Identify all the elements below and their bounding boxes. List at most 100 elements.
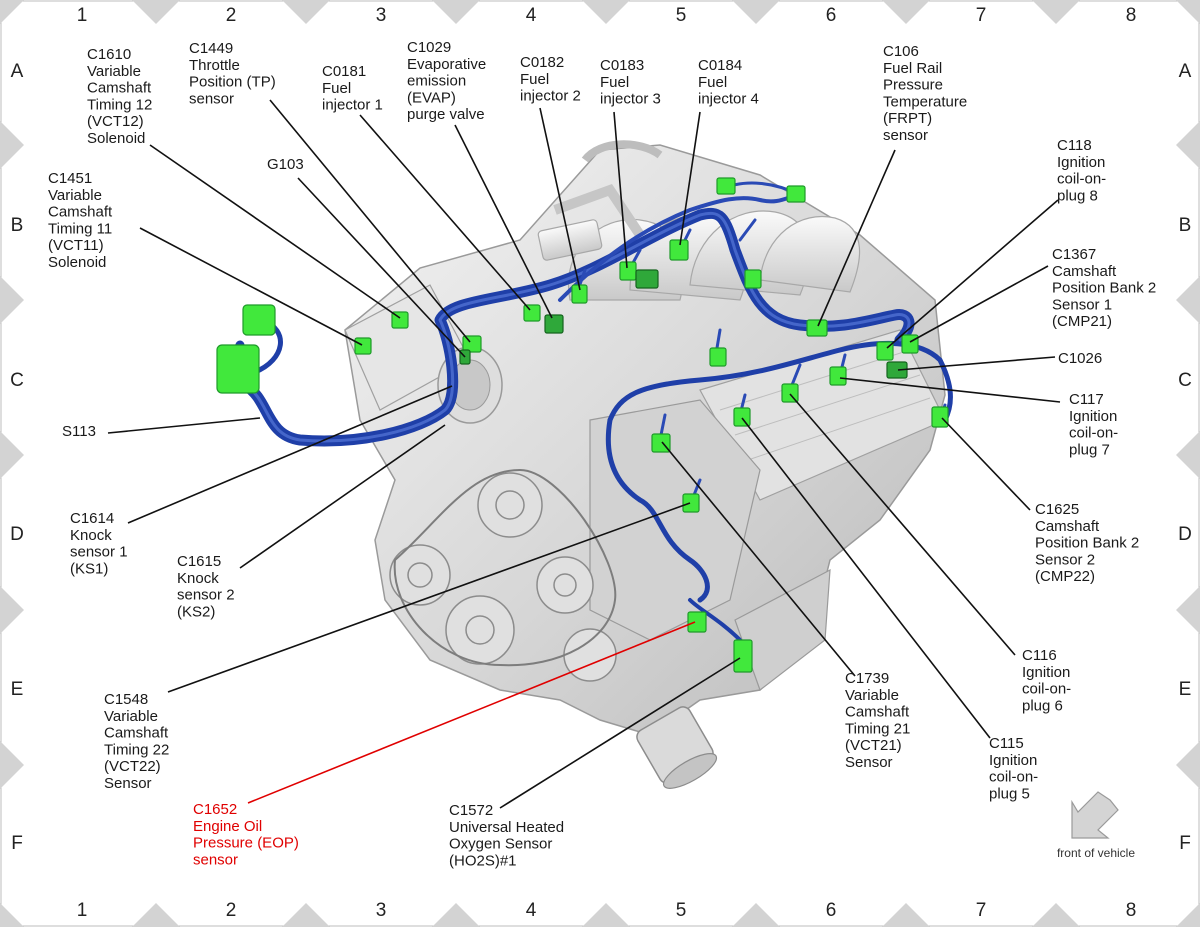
row-label-left: D (10, 524, 24, 545)
callout-line: (VCT12) (87, 113, 144, 130)
callout-line: C1029 (407, 39, 451, 56)
callout-line: Fuel (698, 74, 727, 91)
connector (931, 406, 949, 428)
callout-line: Camshaft (48, 204, 113, 221)
callout-line: (FRPT) (883, 110, 932, 127)
callout-line: Pressure (EOP) (193, 835, 299, 852)
col-label-top: 6 (826, 5, 837, 26)
row-label-right: F (1179, 833, 1191, 854)
callout-line: sensor 1 (70, 544, 128, 561)
callout-line: injector 4 (698, 91, 759, 108)
callout-line: Temperature (883, 93, 967, 110)
leader-line-c1625 (941, 417, 1031, 511)
leader-line-c0183 (613, 111, 628, 269)
callout-line: Variable (87, 63, 141, 80)
leader-line-c1449 (269, 99, 471, 343)
callout-line: Camshaft (104, 725, 169, 742)
callout-line: Knock (177, 570, 219, 587)
connector (733, 639, 753, 673)
leader-lines (107, 99, 1061, 809)
callout-line: Position (TP) (189, 74, 276, 91)
callout-line: C1739 (845, 670, 889, 687)
callout-line: Ignition (1069, 408, 1117, 425)
callout-line: plug 6 (1022, 697, 1063, 714)
col-label-top: 8 (1126, 5, 1137, 26)
callout-line: Fuel (520, 71, 549, 88)
zone-marker (582, 0, 630, 24)
zone-marker (0, 586, 24, 634)
row-label-right: D (1178, 524, 1192, 545)
zone-marker (1176, 431, 1200, 479)
callout-line: (VCT11) (48, 237, 104, 254)
row-label-left: A (11, 61, 24, 82)
callout-line: Position Bank 2 (1052, 280, 1156, 297)
callout-line: C1614 (70, 510, 114, 527)
callout-line: Variable (48, 187, 102, 204)
col-label-bottom: 6 (826, 900, 837, 921)
zone-marker (0, 903, 24, 927)
leader-line-c0181 (359, 114, 531, 311)
callout-s113: S113 (62, 423, 96, 440)
col-label-bottom: 2 (226, 900, 237, 921)
zone-marker (732, 0, 780, 24)
callout-line: C0184 (698, 57, 742, 74)
grid-labels: 1 2 3 4 5 6 7 8 1 2 3 4 5 6 7 8 A B C D … (10, 5, 1192, 921)
leader-line-c1548 (167, 502, 691, 693)
leader-line-c1367 (909, 265, 1049, 343)
callout-line: C1026 (1058, 350, 1102, 367)
callout-line: C1449 (189, 40, 233, 57)
callout-line: Timing 11 (48, 220, 112, 237)
zone-marker (1032, 0, 1080, 24)
zone-marker (1176, 121, 1200, 169)
zone-marker (282, 0, 330, 24)
callout-line: Sensor 2 (1035, 551, 1095, 568)
zone-marker (0, 0, 24, 24)
zone-marker (0, 741, 24, 789)
callout-line: Ignition (989, 752, 1037, 769)
zone-marker (582, 903, 630, 927)
leader-line-c1614 (127, 385, 453, 524)
row-label-left: E (11, 679, 24, 700)
leader-line-c1615 (239, 424, 446, 569)
callout-line: C1548 (104, 691, 148, 708)
callout-line: Timing 12 (87, 96, 152, 113)
zone-marker (1176, 903, 1200, 927)
callout-line: C1652 (193, 801, 237, 818)
callout-line: Ignition (1022, 664, 1070, 681)
callout-line: C1625 (1035, 501, 1079, 518)
connector (786, 185, 806, 203)
row-label-right: C (1178, 370, 1192, 391)
leader-line-c0182 (539, 107, 581, 291)
row-label-left: C (10, 370, 24, 391)
callout-line: Sensor (845, 754, 893, 771)
col-label-top: 5 (676, 5, 687, 26)
zone-marker (882, 903, 930, 927)
leader-line-c115 (741, 417, 991, 739)
leader-line-c1026 (897, 356, 1056, 371)
connector (354, 337, 372, 355)
leader-line-c117 (839, 377, 1061, 403)
callout-g103: G103 (267, 156, 304, 173)
leader-line-c0184 (679, 111, 701, 246)
callout-line: C0182 (520, 54, 564, 71)
callout-line: (KS2) (177, 603, 215, 620)
row-label-right: A (1179, 61, 1192, 82)
col-label-bottom: 7 (976, 900, 987, 921)
connector (687, 611, 707, 633)
leader-line-g103 (297, 177, 466, 358)
zone-marker (132, 0, 180, 24)
connector (716, 177, 736, 195)
callout-line: Fuel (322, 80, 351, 97)
